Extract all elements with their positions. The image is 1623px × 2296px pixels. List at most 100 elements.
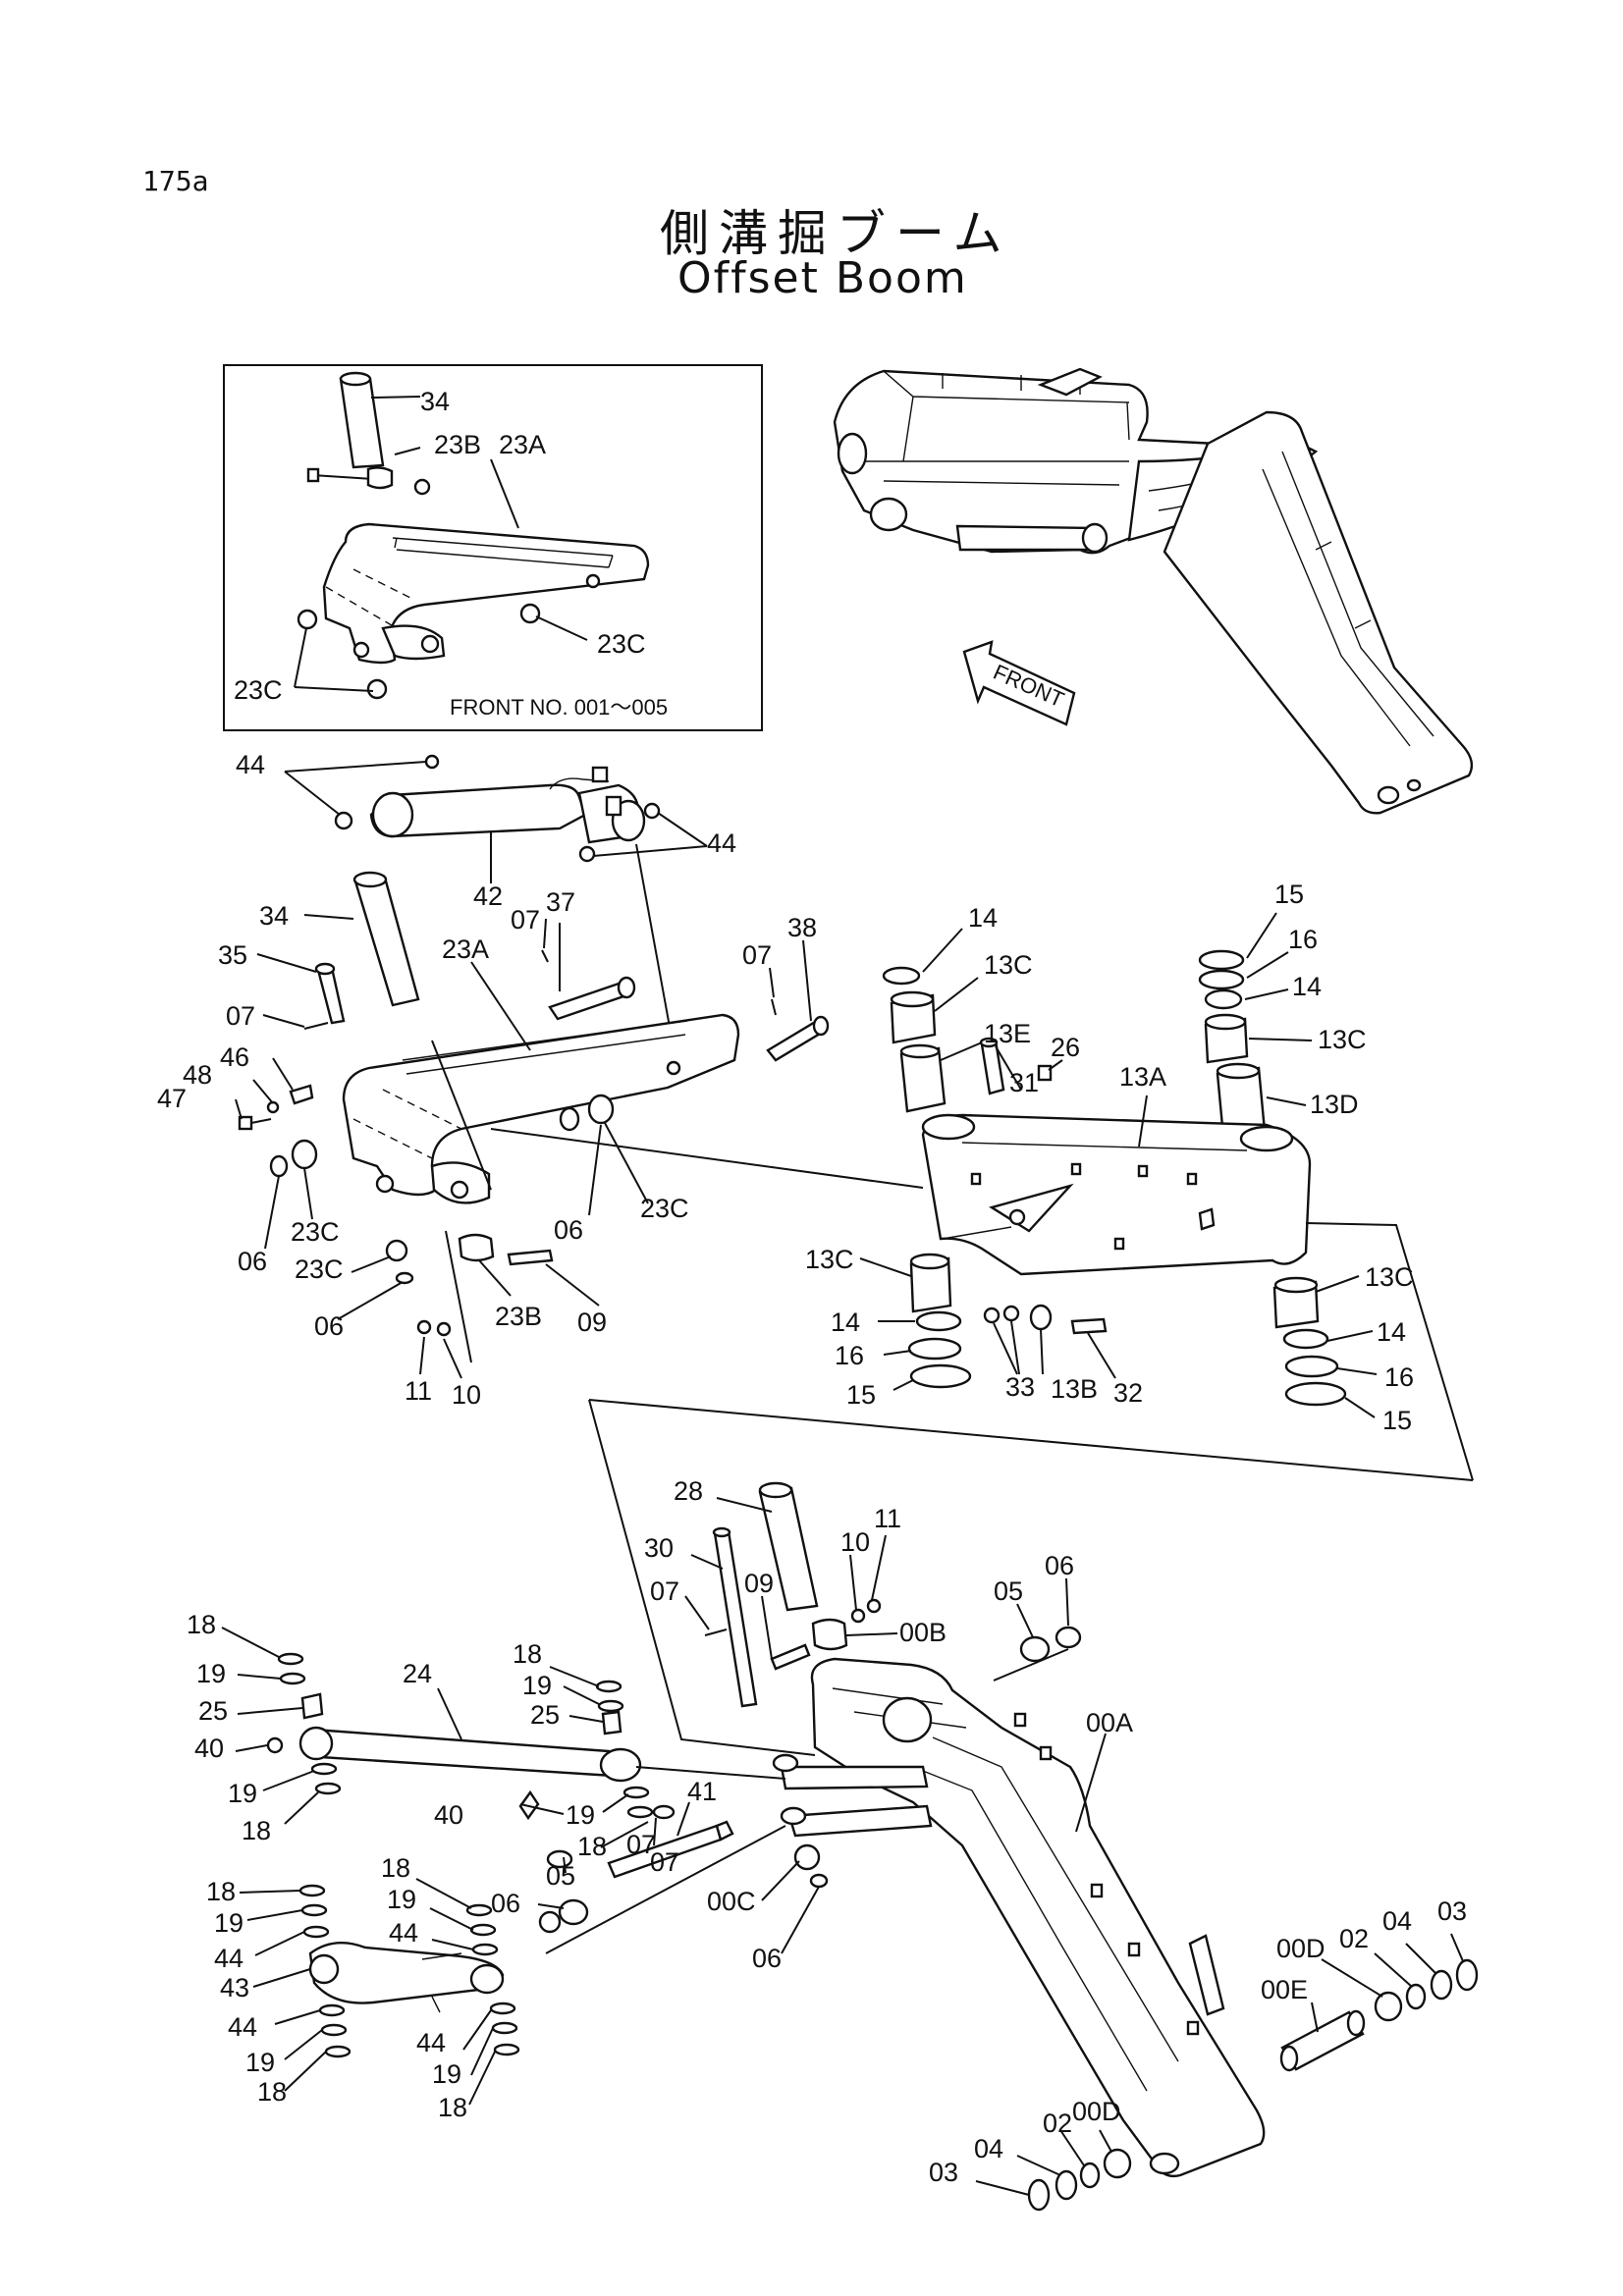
page-title-japanese: 側溝掘ブーム (660, 205, 1012, 262)
callout-30: 30 (644, 1533, 674, 1563)
callout-10: 10 (452, 1380, 481, 1410)
callout-33: 33 (1005, 1372, 1035, 1402)
callout-19: 19 (214, 1908, 243, 1938)
callout-44: 44 (228, 2012, 257, 2042)
callout-19: 19 (566, 1800, 595, 1830)
callout-00c: 00C (707, 1887, 756, 1916)
inset-pin-34 (339, 371, 385, 469)
callout-13c: 13C (1365, 1262, 1414, 1292)
callout-13b: 13B (1051, 1374, 1098, 1404)
inset-collar-23b (306, 466, 431, 496)
callout-07: 07 (626, 1830, 656, 1859)
assembled-boom-overview: FRONT (833, 367, 1474, 815)
cylinder-42-assembly: 44 44 42 (236, 750, 736, 1071)
callout-07: 07 (650, 1576, 679, 1606)
callout-09: 09 (744, 1569, 774, 1598)
callout-19: 19 (245, 2048, 275, 2077)
callout-13e: 13E (984, 1019, 1031, 1048)
callout-19: 19 (196, 1659, 226, 1688)
callout-14: 14 (1377, 1317, 1406, 1347)
callout-24: 24 (403, 1659, 432, 1688)
callout-15: 15 (1274, 880, 1304, 909)
callout-18: 18 (513, 1639, 542, 1669)
callout-35: 35 (218, 940, 247, 970)
callout-00e: 00E (1261, 1975, 1308, 2004)
bracket-13a-assembly: 14 13C 13E 26 31 13A 15 16 14 13C 13D 13… (588, 880, 1474, 1756)
callout-26: 26 (1051, 1033, 1080, 1062)
callout-23a: 23A (442, 934, 489, 964)
callout-10: 10 (840, 1527, 870, 1557)
callout-44: 44 (707, 828, 736, 858)
callout-28: 28 (674, 1476, 703, 1506)
callout-18: 18 (206, 1877, 236, 1906)
callout-06: 06 (554, 1215, 583, 1245)
callout-23c: 23C (295, 1255, 344, 1284)
callout-15: 15 (846, 1380, 876, 1410)
callout-44: 44 (389, 1918, 418, 1948)
callout-44: 44 (214, 1944, 243, 1973)
callout-06: 06 (1045, 1551, 1074, 1580)
callout-18: 18 (381, 1853, 410, 1883)
callout-13d: 13D (1310, 1090, 1359, 1119)
callout-23a: 23A (499, 430, 546, 459)
callout-25: 25 (198, 1696, 228, 1726)
callout-40: 40 (434, 1800, 463, 1830)
callout-07: 07 (511, 905, 540, 934)
callout-25: 25 (530, 1700, 560, 1730)
callout-11: 11 (874, 1504, 901, 1533)
callout-18: 18 (257, 2077, 287, 2107)
callout-00a: 00A (1086, 1708, 1133, 1737)
callout-06: 06 (314, 1311, 344, 1341)
callout-18: 18 (242, 1816, 271, 1845)
link-43-assembly: 18 19 44 43 44 19 18 18 19 44 44 19 18 (206, 1853, 520, 2122)
callout-13c: 13C (984, 950, 1033, 980)
callout-18: 18 (438, 2093, 467, 2122)
callout-09: 09 (577, 1308, 607, 1337)
inset-nut-23c-c (519, 603, 541, 624)
inset-serial-note: FRONT NO. 001～005 (450, 695, 668, 720)
callout-18: 18 (187, 1610, 216, 1639)
inset-frame (223, 364, 763, 731)
main-boom-00a-assembly: 28 30 07 09 10 11 00B 05 06 00A 00C 06 (644, 1476, 1266, 2178)
callout-48: 48 (183, 1060, 212, 1090)
callout-16: 16 (1384, 1362, 1414, 1392)
callout-00b: 00B (899, 1618, 947, 1647)
callout-31: 31 (1009, 1068, 1039, 1097)
end-pin-00e-assembly: 00D 02 04 03 00E 02 00D 04 03 (929, 1896, 1479, 2212)
callout-06: 06 (491, 1889, 520, 1918)
callout-06: 06 (238, 1247, 267, 1276)
callout-14: 14 (831, 1308, 860, 1337)
callout-14: 14 (968, 903, 998, 933)
callout-03: 03 (1437, 1896, 1467, 1926)
callout-23c: 23C (291, 1217, 340, 1247)
callout-23b: 23B (495, 1302, 542, 1331)
callout-02: 02 (1043, 2109, 1072, 2138)
bracket-23a-assembly: 34 35 07 23A 07 37 07 38 46 48 47 23C 06… (157, 871, 924, 1410)
callout-46: 46 (220, 1042, 249, 1072)
callout-04: 04 (974, 2134, 1003, 2163)
callout-41: 41 (687, 1777, 717, 1806)
callout-05: 05 (546, 1861, 575, 1891)
callout-00d: 00D (1276, 1934, 1325, 1963)
callout-37: 37 (546, 887, 575, 917)
callout-18: 18 (577, 1832, 607, 1861)
callout-05: 05 (994, 1576, 1023, 1606)
front-direction-arrow: FRONT (962, 640, 1076, 726)
inset-nut-23c-a (297, 609, 318, 630)
callout-34: 34 (420, 387, 450, 416)
inset-bracket-23a (322, 522, 650, 665)
callout-32: 32 (1113, 1378, 1143, 1408)
callout-13c: 13C (1318, 1025, 1367, 1054)
link-rod-24-assembly: 18 19 25 40 19 18 24 18 19 25 40 19 41 0… (187, 1610, 786, 1954)
inset-front-variant: 34 23B 23A 23C 23C FRONT NO. 001～005 (223, 364, 763, 731)
page-title-english: Offset Boom (677, 253, 968, 303)
callout-44: 44 (416, 2028, 446, 2057)
callout-07: 07 (650, 1847, 679, 1877)
callout-23c: 23C (640, 1194, 689, 1223)
callout-14: 14 (1292, 972, 1322, 1001)
callout-07: 07 (742, 940, 772, 970)
callout-13c: 13C (805, 1245, 854, 1274)
callout-23c: 23C (597, 629, 646, 659)
